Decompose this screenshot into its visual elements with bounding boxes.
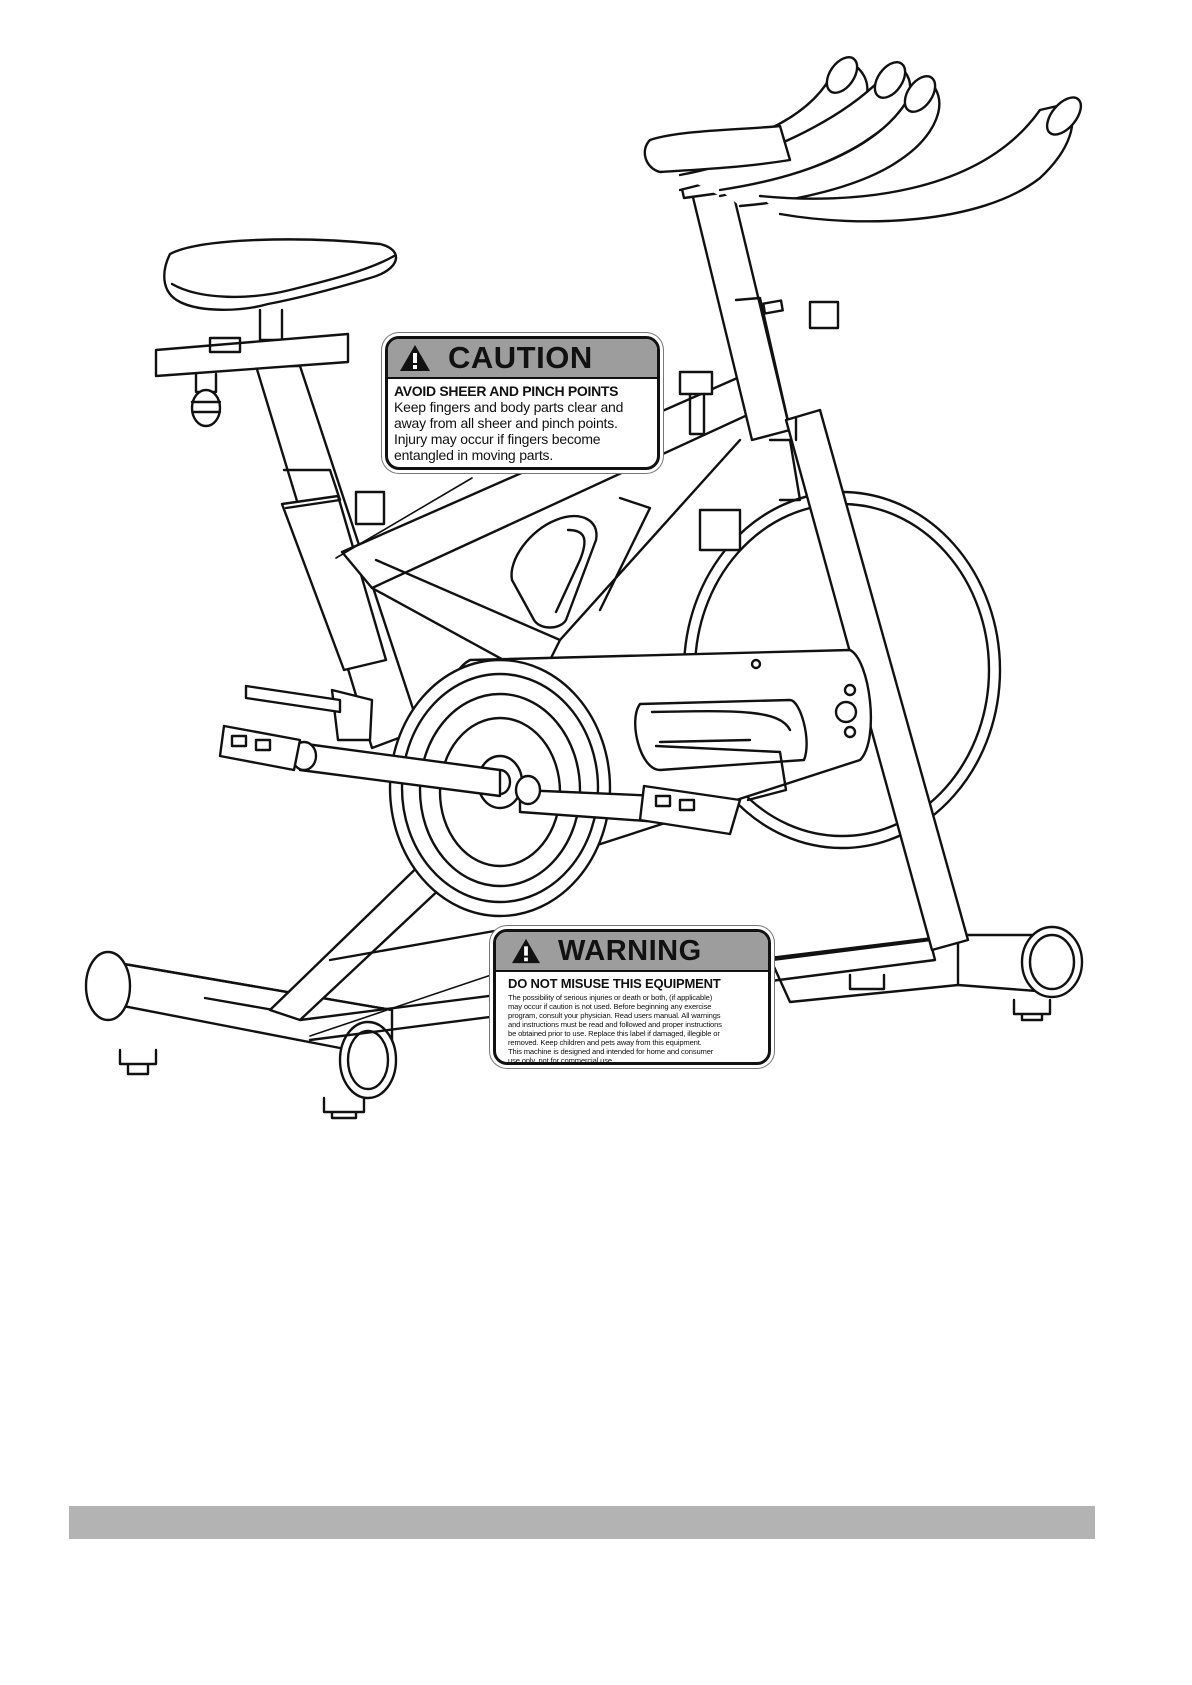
caution-heading: CAUTION xyxy=(448,340,593,375)
caution-line: entangled in moving parts. xyxy=(394,447,554,463)
adjust-knobs xyxy=(190,300,840,526)
exercise-bike-illustration xyxy=(84,56,1084,1120)
warning-line: removed. Keep children and pets away fro… xyxy=(508,1038,702,1047)
warning-label-header: WARNING xyxy=(496,932,768,972)
handlebars xyxy=(643,56,1083,223)
caution-subheading: AVOID SHEER AND PINCH POINTS xyxy=(394,383,619,399)
exclamation-triangle-icon xyxy=(400,345,430,371)
warning-heading: WARNING xyxy=(558,934,702,967)
warning-line: and instructions must be read and follow… xyxy=(508,1020,722,1029)
exclamation-triangle-icon xyxy=(512,938,540,964)
seat xyxy=(154,238,398,378)
warning-line: program, consult your physician. Read us… xyxy=(508,1011,721,1020)
label-leader-lines xyxy=(309,477,501,1037)
caution-line: away from all sheer and pinch points. xyxy=(394,415,618,431)
footer-bar xyxy=(69,1506,1095,1539)
caution-line: Keep fingers and body parts clear and xyxy=(394,399,624,415)
warning-line: This machine is designed and intended fo… xyxy=(508,1047,714,1056)
rear-stabilizer xyxy=(84,950,398,1120)
brake-assembly xyxy=(698,438,802,552)
warning-line: may occur if caution is not used. Before… xyxy=(508,1002,712,1011)
front-fork xyxy=(784,408,970,952)
crank-and-pedals xyxy=(218,684,788,836)
warning-label: WARNING DO NOT MISUSE THIS EQUIPMENT The… xyxy=(493,929,771,1065)
bottle-cage xyxy=(510,496,652,629)
caution-label-header: CAUTION xyxy=(388,339,657,379)
caution-label: CAUTION AVOID SHEER AND PINCH POINTS Kee… xyxy=(385,336,660,470)
warning-subheading: DO NOT MISUSE THIS EQUIPMENT xyxy=(508,976,721,991)
caution-line: Injury may occur if fingers become xyxy=(394,431,601,447)
warning-line: be obtained prior to use. Replace this l… xyxy=(508,1029,720,1038)
warning-line: The possibility of serious injuries or d… xyxy=(508,993,713,1002)
warning-line: use only, not for commercial use. xyxy=(508,1056,614,1065)
